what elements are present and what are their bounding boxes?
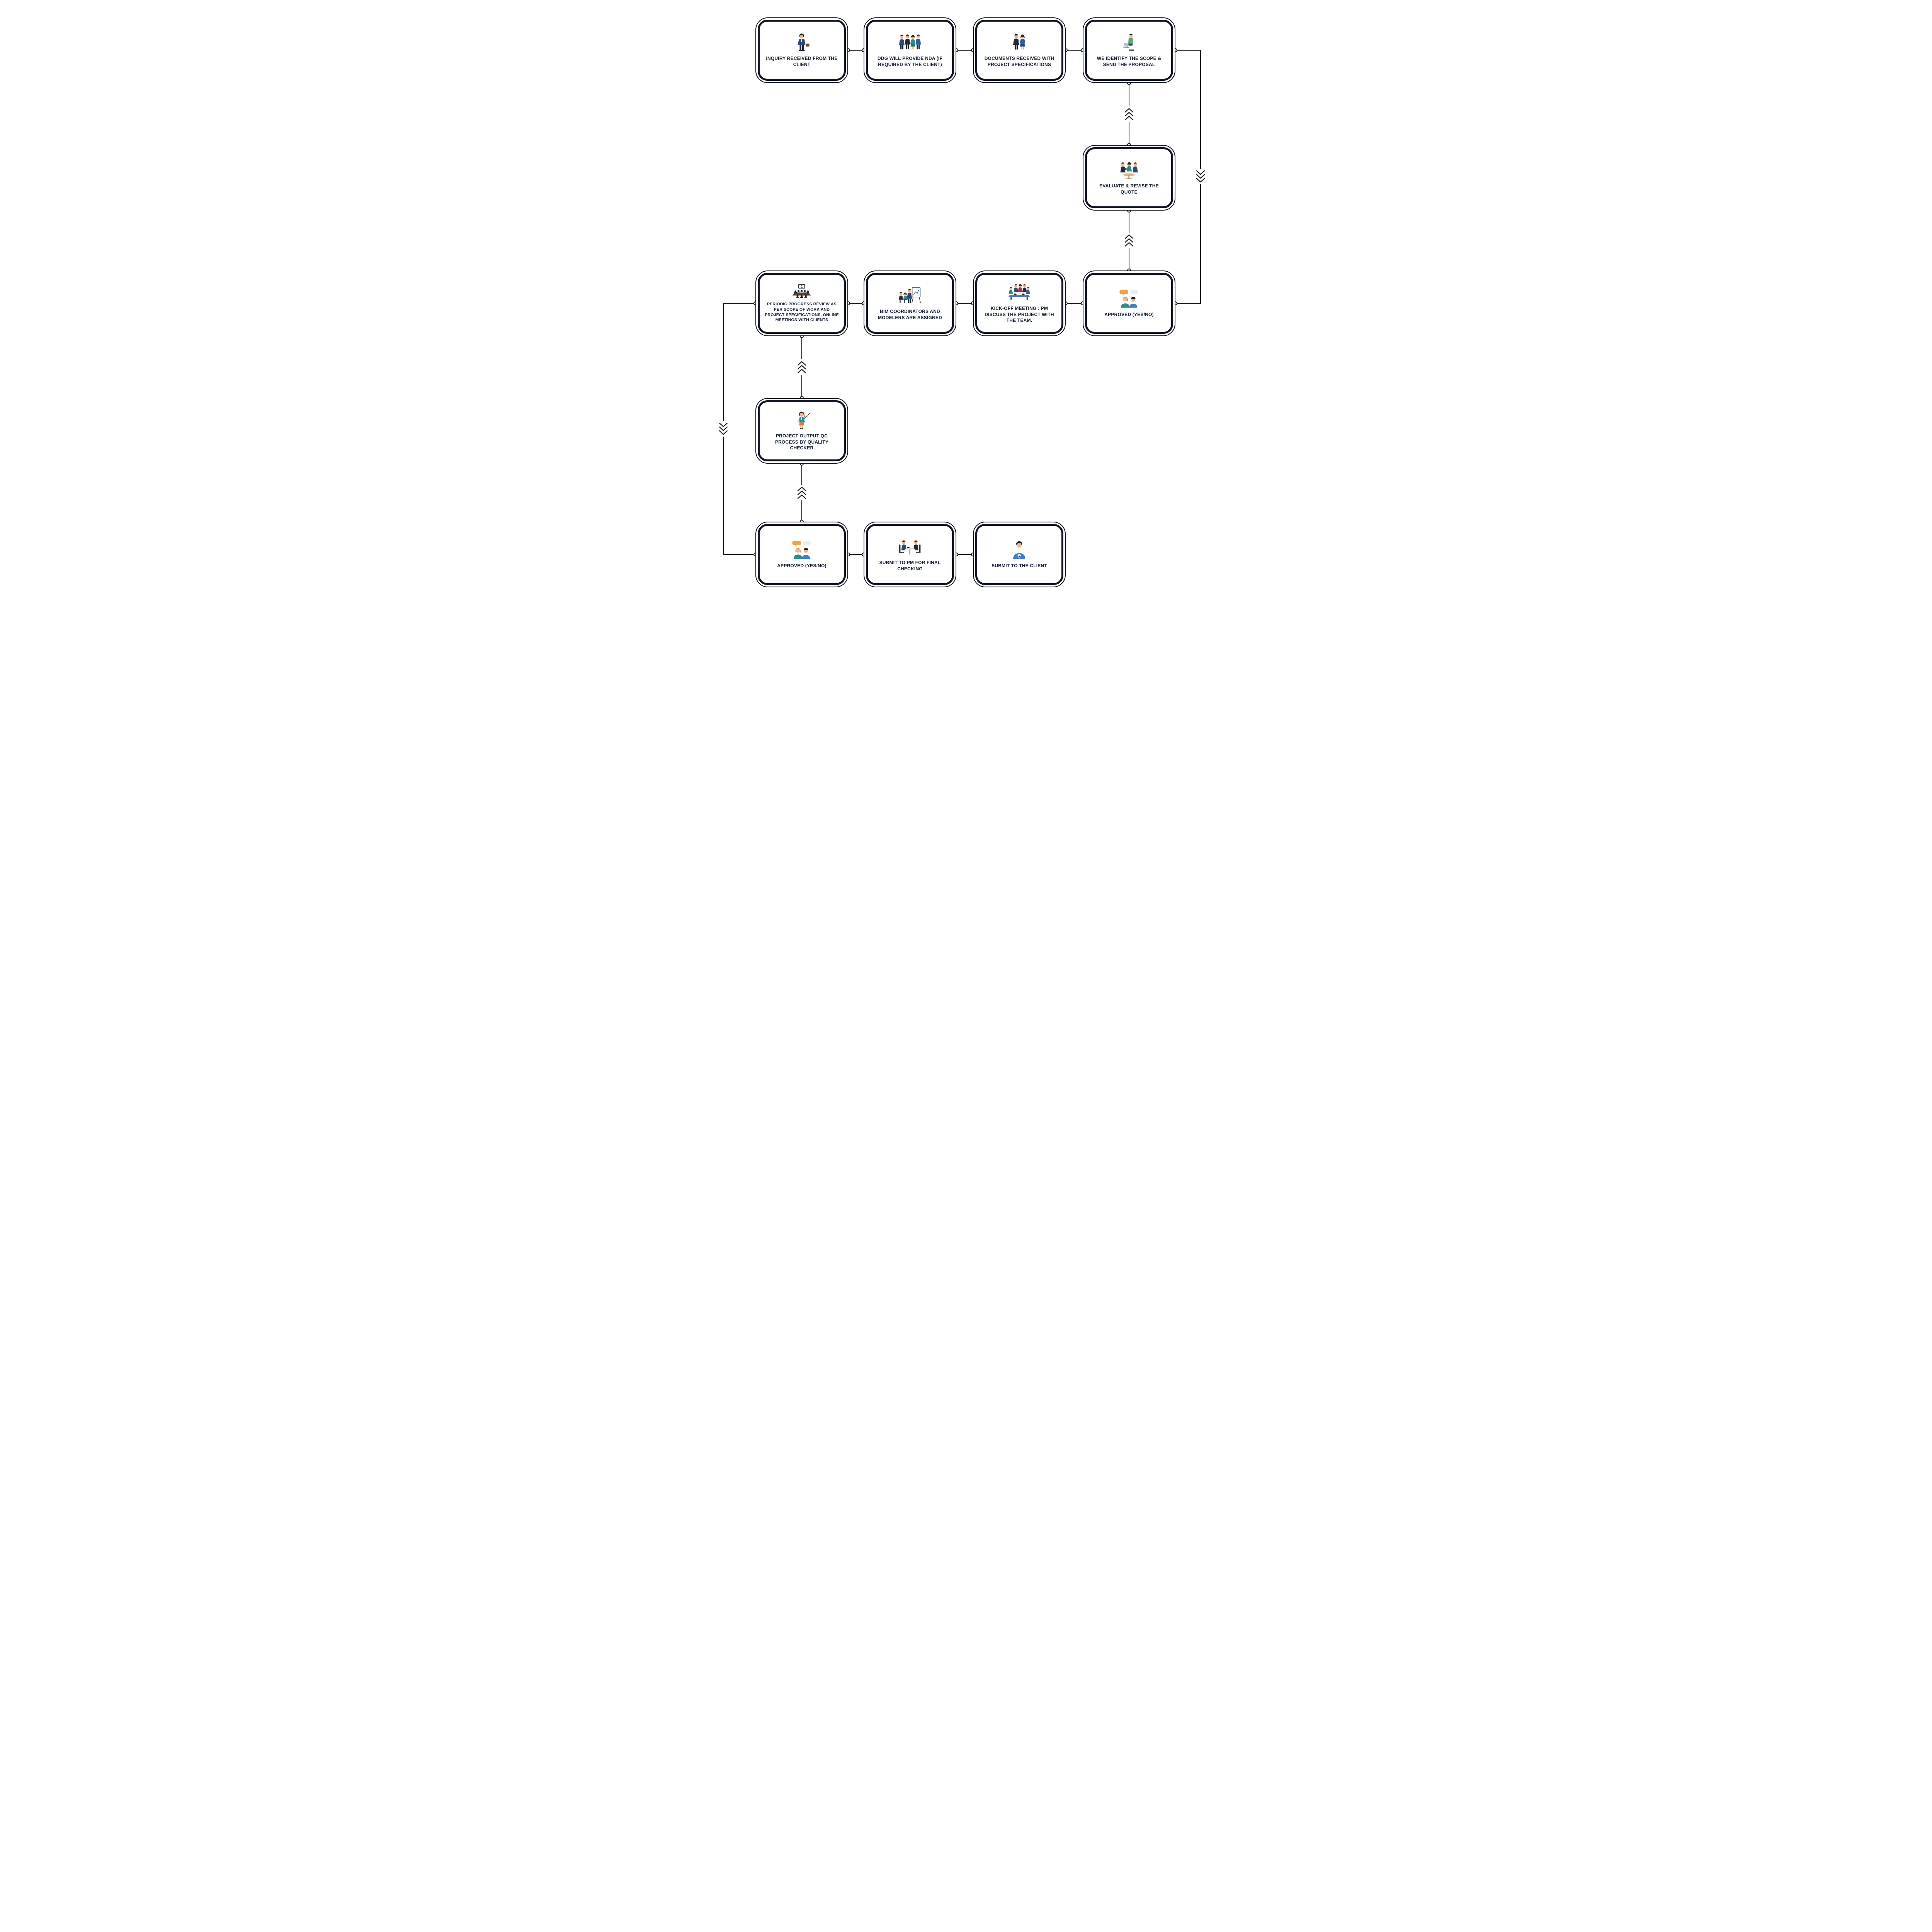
flow-node-body: SUBMIT TO PM FOR FINAL CHECKING xyxy=(866,524,954,585)
people-group-icon xyxy=(896,33,923,53)
flow-node-kickoff-meeting: KICK-OFF MEETING : PM DISCUSS THE PROJEC… xyxy=(973,270,1066,336)
final-checking-icon xyxy=(896,537,923,557)
businessman-icon xyxy=(788,33,815,53)
flow-node-label: APPROVED (YES/NO) xyxy=(1104,311,1154,317)
flow-node-approved-1: APPROVED (YES/NO) xyxy=(1083,270,1175,336)
flow-node-evaluate-quote: EVALUATE & REVISE THE QUOTE xyxy=(1083,145,1175,211)
chat-people-icon xyxy=(1116,289,1142,309)
flow-node-body: INQUIRY RECEIVED FROM THE CLIENT xyxy=(758,20,846,81)
flow-node-submit-pm: SUBMIT TO PM FOR FINAL CHECKING xyxy=(864,522,956,587)
flow-node-body: EVALUATE & REVISE THE QUOTE xyxy=(1085,147,1173,208)
connector-line xyxy=(1175,303,1201,304)
flow-node-body: BIM COORDINATORS AND MODELERS ARE ASSIGN… xyxy=(866,273,954,334)
two-people-documents-icon xyxy=(1006,33,1032,53)
connector-line xyxy=(956,303,973,304)
flow-node-body: APPROVED (YES/NO) xyxy=(758,524,846,585)
flow-node-body: DOCUMENTS RECEIVED WITH PROJECT SPECIFIC… xyxy=(975,20,1063,81)
flow-node-label: SUBMIT TO THE CLIENT xyxy=(992,563,1047,568)
flow-node-scope-proposal: WE IDENTIFY THE SCOPE & SEND THE PROPOSA… xyxy=(1083,17,1175,83)
flow-node-label: INQUIRY RECEIVED FROM THE CLIENT xyxy=(766,55,838,67)
flow-node-label: BIM COORDINATORS AND MODELERS ARE ASSIGN… xyxy=(878,308,942,320)
chevron-up-icon xyxy=(1124,106,1134,122)
flow-node-body: PERIODIC PROGRESS REVIEW AS PER SCOPE OF… xyxy=(758,273,846,334)
flow-canvas: INQUIRY RECEIVED FROM THE CLIENT xyxy=(715,0,1217,609)
flow-node-body: KICK-OFF MEETING : PM DISCUSS THE PROJEC… xyxy=(975,273,1063,334)
flow-node-body: SUBMIT TO THE CLIENT xyxy=(975,524,1063,585)
flow-node-qc-process: PROJECT OUTPUT QC PROCESS BY QUALITY CHE… xyxy=(755,398,848,464)
flow-node-label: APPROVED (YES/NO) xyxy=(777,563,827,568)
chevron-up-icon xyxy=(796,359,807,375)
flow-node-submit-client: SUBMIT TO THE CLIENT xyxy=(973,522,1066,587)
flow-node-label: EVALUATE & REVISE THE QUOTE xyxy=(1099,183,1159,195)
presentation-flipchart-icon xyxy=(896,286,923,306)
connector-line xyxy=(1175,50,1201,51)
flow-node-label: WE IDENTIFY THE SCOPE & SEND THE PROPOSA… xyxy=(1097,55,1162,67)
chat-people-icon xyxy=(788,540,815,560)
connector-line xyxy=(723,303,755,304)
flow-node-label: DDG WILL PROVIDE NDA (IF REQUIRED BY THE… xyxy=(877,55,943,67)
person-laptop-icon xyxy=(1116,33,1142,53)
meeting-discussion-icon xyxy=(1116,160,1142,180)
connector-line xyxy=(1066,50,1083,51)
flow-node-body: APPROVED (YES/NO) xyxy=(1085,273,1173,334)
connector-line xyxy=(848,554,864,555)
flow-node-documents: DOCUMENTS RECEIVED WITH PROJECT SPECIFIC… xyxy=(973,17,1066,83)
flow-node-label: PERIODIC PROGRESS REVIEW AS PER SCOPE OF… xyxy=(765,302,839,323)
chevron-up-icon xyxy=(1124,233,1134,248)
flow-node-label: KICK-OFF MEETING : PM DISCUSS THE PROJEC… xyxy=(985,306,1054,323)
flow-node-progress-review: PERIODIC PROGRESS REVIEW AS PER SCOPE OF… xyxy=(755,270,848,336)
connector-line xyxy=(956,554,973,555)
flow-node-approved-2: APPROVED (YES/NO) xyxy=(755,522,848,587)
chevron-up-icon xyxy=(796,485,807,500)
quality-checker-icon xyxy=(788,410,815,430)
flow-node-inquiry: INQUIRY RECEIVED FROM THE CLIENT xyxy=(755,17,848,83)
conference-table-icon xyxy=(1006,283,1032,303)
flow-node-nda: DDG WILL PROVIDE NDA (IF REQUIRED BY THE… xyxy=(864,17,956,83)
flow-node-label: SUBMIT TO PM FOR FINAL CHECKING xyxy=(879,560,941,571)
chevron-down-icon xyxy=(718,421,729,437)
flow-node-body: DDG WILL PROVIDE NDA (IF REQUIRED BY THE… xyxy=(866,20,954,81)
flow-node-label: DOCUMENTS RECEIVED WITH PROJECT SPECIFIC… xyxy=(984,55,1054,67)
flow-node-bim-assigned: BIM COORDINATORS AND MODELERS ARE ASSIGN… xyxy=(864,270,956,336)
connector-line xyxy=(848,50,864,51)
chevron-down-icon xyxy=(1195,169,1206,184)
flow-node-body: WE IDENTIFY THE SCOPE & SEND THE PROPOSA… xyxy=(1085,20,1173,81)
flow-node-label: PROJECT OUTPUT QC PROCESS BY QUALITY CHE… xyxy=(775,433,829,451)
connector-line xyxy=(1066,303,1083,304)
connector-line xyxy=(723,554,755,555)
client-icon xyxy=(1006,540,1032,560)
connector-line xyxy=(956,50,973,51)
flow-node-body: PROJECT OUTPUT QC PROCESS BY QUALITY CHE… xyxy=(758,400,846,461)
connector-line xyxy=(848,303,864,304)
video-conference-icon xyxy=(791,284,812,299)
